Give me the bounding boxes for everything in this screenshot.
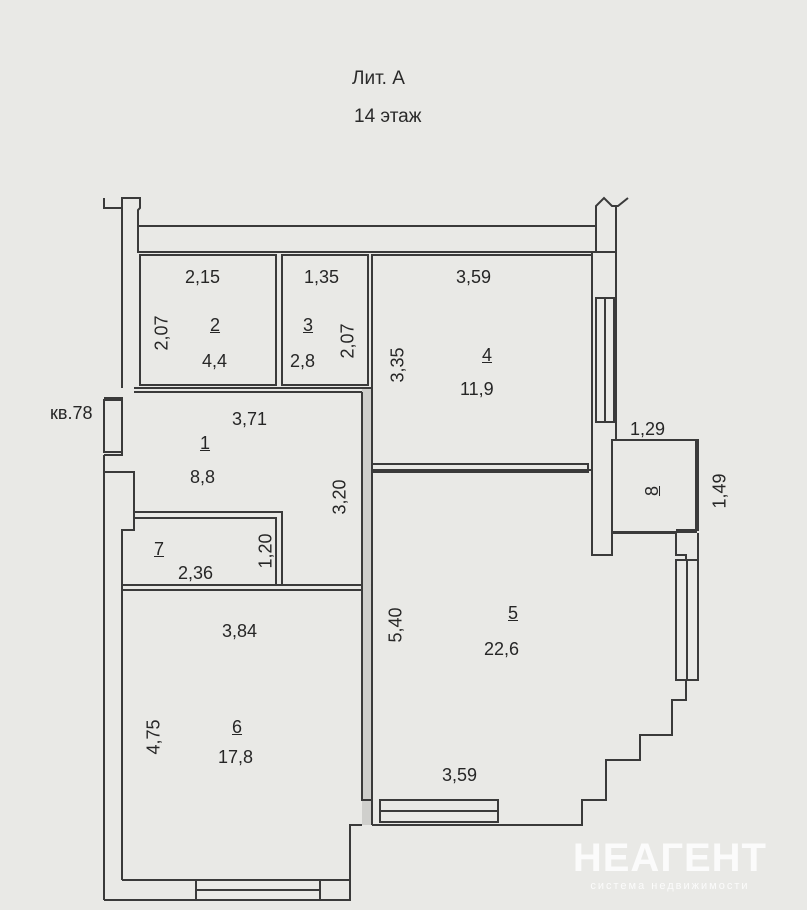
entry-door <box>104 397 123 456</box>
room8-width: 1,29 <box>630 419 666 439</box>
brand-name: НЕАГЕНТ <box>572 836 767 880</box>
room6-width: 3,84 <box>222 621 258 641</box>
room8-outline <box>611 439 697 533</box>
room4-number: 4 <box>482 345 493 365</box>
room1-number: 1 <box>200 433 211 453</box>
room7-outline <box>134 511 283 585</box>
room1-height: 3,20 <box>329 479 350 515</box>
room6-area: 17,8 <box>218 747 254 767</box>
room1-area: 8,8 <box>190 467 216 487</box>
room3-width: 1,35 <box>304 267 340 287</box>
plan-title: Лит. А <box>352 68 405 89</box>
room3-height: 2,07 <box>337 323 358 359</box>
brand-watermark: НЕАГЕНТ система недвижимости <box>573 838 767 892</box>
room8-height: 1,49 <box>709 473 730 509</box>
room3-number: 3 <box>303 315 314 335</box>
room5-number: 5 <box>508 603 519 623</box>
top-wall <box>103 196 629 227</box>
right-wall-lower <box>372 533 699 826</box>
floor-label: 14 этаж <box>354 106 422 127</box>
room1-width: 3,71 <box>232 409 268 429</box>
room7-number: 7 <box>154 539 165 559</box>
room2-height: 2,07 <box>151 315 172 351</box>
room4-area: 11,9 <box>460 379 494 399</box>
apartment-label: кв.78 <box>50 403 93 423</box>
room2-width: 2,15 <box>185 267 221 287</box>
room2-outline <box>139 254 277 386</box>
room3-outline <box>281 254 369 386</box>
room7-height: 1,20 <box>255 533 276 569</box>
room3-area: 2,8 <box>290 351 316 371</box>
room7-area: 2,36 <box>178 563 214 583</box>
room4-outline <box>371 254 593 471</box>
room5-area: 22,6 <box>484 639 520 659</box>
right-wall-upper <box>615 206 699 531</box>
room2-area: 4,4 <box>202 351 228 371</box>
brand-tagline: система недвижимости <box>590 880 750 892</box>
room6-height: 4,75 <box>143 719 164 755</box>
room5-width: 3,59 <box>442 765 478 785</box>
room4-height: 3,35 <box>387 347 408 383</box>
room2-number: 2 <box>210 315 221 335</box>
room8-number: 8 <box>642 485 663 497</box>
room4-width: 3,59 <box>456 267 492 287</box>
room5-height: 5,40 <box>385 607 406 643</box>
room6-number: 6 <box>232 717 243 737</box>
